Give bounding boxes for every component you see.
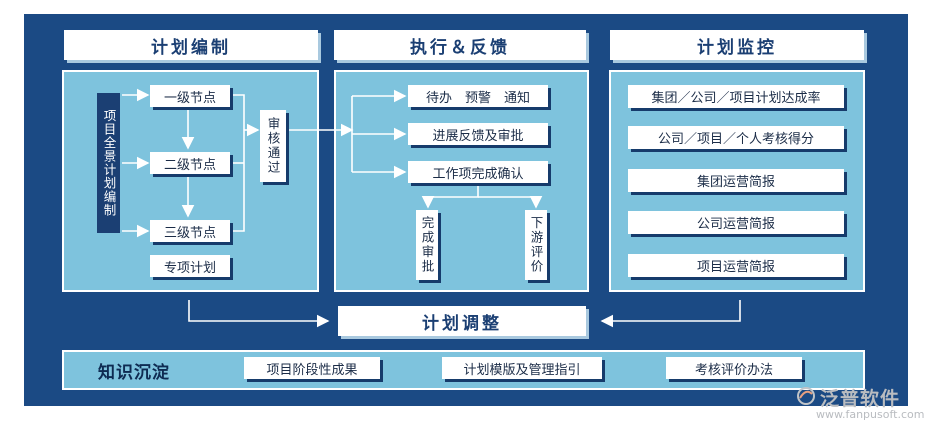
special-plan-node: 专项计划 xyxy=(150,255,230,277)
knowledge-item-assessment-methods: 考核评价办法 xyxy=(666,357,802,379)
plan-adjustment-box: 计划调整 xyxy=(338,306,586,336)
execution-header: 执行＆反馈 xyxy=(334,30,586,60)
completion-approval-node: 完成审批 xyxy=(416,210,438,280)
execution-item-progress: 进展反馈及审批 xyxy=(408,123,548,145)
downstream-review-text: 下游评价 xyxy=(528,216,544,274)
knowledge-item-stage-results: 项目阶段性成果 xyxy=(244,357,380,379)
planning-side-label-text: 项目全景计划编制 xyxy=(101,109,117,217)
monitor-item-project-brief: 项目运营简报 xyxy=(628,254,844,277)
level-1-node: 一级节点 xyxy=(150,85,230,107)
planning-side-label: 项目全景计划编制 xyxy=(97,93,120,233)
monitor-item-group-brief: 集团运营简报 xyxy=(628,169,844,192)
monitoring-header: 计划监控 xyxy=(610,30,864,60)
knowledge-title: 知识沉淀 xyxy=(98,363,170,383)
watermark-logo-icon xyxy=(796,386,816,406)
completion-approval-text: 完成审批 xyxy=(419,216,435,274)
level-2-node: 二级节点 xyxy=(150,152,230,174)
monitor-item-assessment-score: 公司／项目／个人考核得分 xyxy=(628,126,844,149)
execution-item-todo: 待办 预警 通知 xyxy=(408,85,548,107)
monitor-item-company-brief: 公司运营简报 xyxy=(628,211,844,234)
execution-item-completion: 工作项完成确认 xyxy=(408,161,548,183)
planning-header: 计划编制 xyxy=(64,30,318,60)
level-3-node: 三级节点 xyxy=(150,220,230,242)
approval-node: 审核通过 xyxy=(260,110,286,182)
watermark-brand: 泛普软件 xyxy=(820,388,901,410)
approval-node-text: 审核通过 xyxy=(265,117,281,175)
downstream-review-node: 下游评价 xyxy=(525,210,547,280)
monitor-item-achievement-rate: 集团／公司／项目计划达成率 xyxy=(628,85,844,108)
knowledge-item-templates: 计划模版及管理指引 xyxy=(442,357,602,379)
watermark-url: www.fanpusoft.com xyxy=(816,408,925,421)
